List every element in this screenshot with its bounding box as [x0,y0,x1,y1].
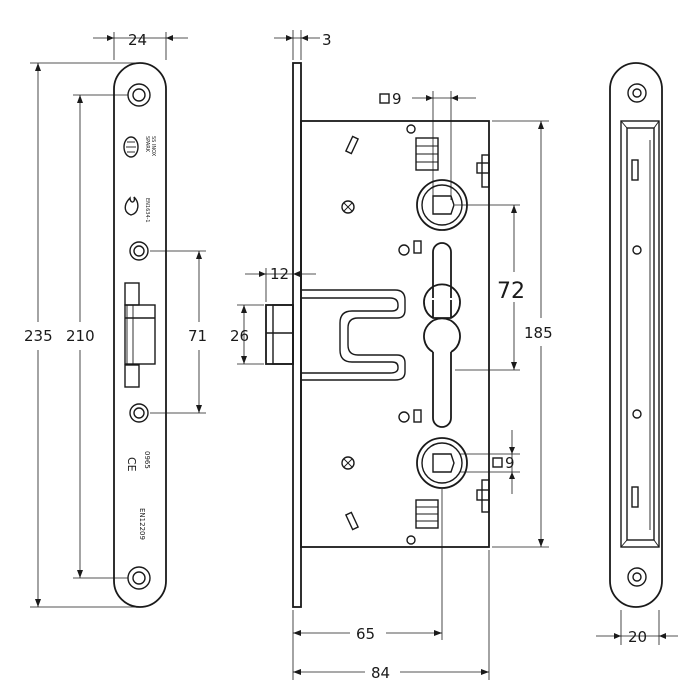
dim-overall-length: 235 [24,327,53,345]
dim-screw-spacing: 210 [66,327,95,345]
latch-spring [301,289,406,381]
dim-case-depth: 84 [371,664,390,682]
lock-side-view [609,62,663,608]
lower-latch-screw-hole [129,403,149,423]
lower-follower-hub [416,437,468,489]
case-body [300,120,490,548]
case-dimensions: 3 12 26 9 9 [230,30,553,682]
dim-cylinder-spacing: 72 [497,279,525,304]
ce-code-text: 0965 [143,451,151,469]
square-symbol-top [379,93,390,104]
top-screw-hole [127,83,151,107]
upper-latch-screw-hole [129,241,149,261]
brand-logo-icon [123,136,139,158]
case-faceplate-edge [292,62,302,608]
faceplate-fire-standard-text: EN1634-1 [144,198,150,223]
faceplate-material-text: SS INOX [150,136,156,157]
case-hole-2 [398,411,410,423]
dim-case-height: 185 [524,324,553,342]
upper-cylinder-keyhole [423,283,461,319]
faceplate-latch [124,282,156,388]
dim-faceplate-width: 24 [128,31,147,49]
case-slot-1 [413,240,422,254]
flame-icon [124,196,139,216]
side-bottom-screw [627,567,647,587]
square-symbol-lower [492,457,503,468]
right-clip-lower [476,479,490,513]
dim-latch-projection: 12 [270,265,289,283]
right-clip-upper [476,154,490,188]
lower-cylinder-keyhole [423,317,461,428]
dim-backset: 65 [356,625,375,643]
lock-case-view [265,62,490,608]
bottom-screw-hole [127,566,151,590]
faceplate-outline [113,62,167,608]
slanted-slot-upper [344,135,360,155]
case-hole-1 [398,244,410,256]
en12209-text: EN12209 [138,508,146,540]
dim-spindle-square-lower: 9 [505,454,515,472]
upper-gear-block [415,137,439,171]
dim-side-width: 20 [628,628,647,646]
faceplate-brand-text: SPARK [144,136,150,153]
dim-spindle-square: 9 [392,90,402,108]
side-dimensions: 20 [596,610,678,646]
side-case-outline [620,120,660,548]
dim-faceplate-thickness: 3 [322,31,332,49]
side-top-screw [627,83,647,103]
faceplate-front-view: SPARK SS INOX EN1634-1 CE 0965 EN12209 [113,62,167,608]
dim-latch-height: 26 [230,327,249,345]
ce-mark-text: CE [125,457,138,472]
lower-gear-block [415,499,439,529]
rivet-upper [341,200,355,214]
dim-latch-screw-spacing: 71 [188,327,207,345]
case-slot-2 [413,409,422,423]
faceplate-dimensions: 24 235 210 71 [24,31,207,608]
latch-bolt [265,304,294,365]
side-faceplate-outline [609,62,663,608]
rivet-lower [341,456,355,470]
slanted-slot-lower [344,511,360,531]
